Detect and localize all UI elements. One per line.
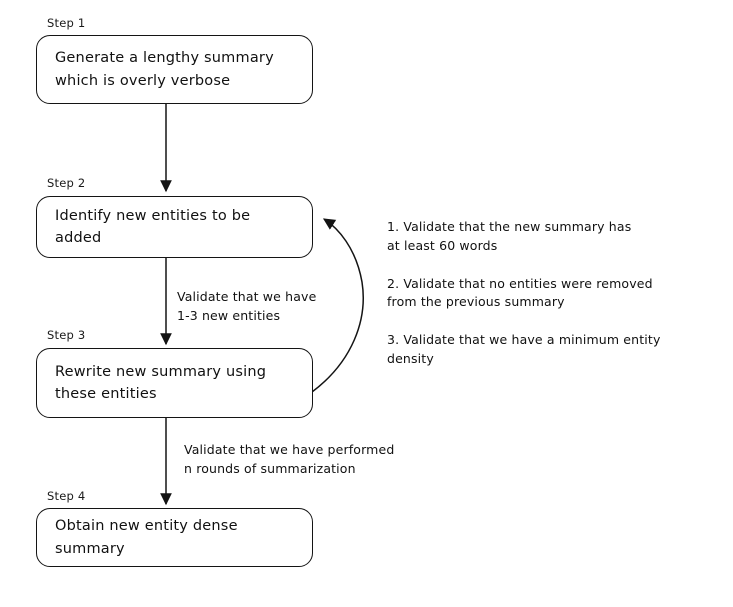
validation-notes-list: 1. Validate that the new summary has at … <box>387 218 707 369</box>
node-step-1-line-2: which is overly verbose <box>55 72 231 89</box>
edge-label-step3-step4: Validate that we have performed n rounds… <box>184 441 394 479</box>
node-step-4[interactable]: Obtain new entity dense summary <box>36 508 313 567</box>
node-step-4-label: Obtain new entity dense summary <box>37 509 312 566</box>
validation-note-3-line-2: density <box>387 350 434 366</box>
node-step-2-line-1: Identify new entities to be <box>55 207 251 224</box>
node-step-1-label: Generate a lengthy summary which is over… <box>37 36 312 103</box>
validation-note-1-line-1: 1. Validate that the new summary has <box>387 219 632 234</box>
validation-note-2-line-1: 2. Validate that no entities were remove… <box>387 275 653 291</box>
node-step-3[interactable]: Rewrite new summary using these entities <box>36 348 313 418</box>
validation-note-3-line-1: 3. Validate that we have a minimum entit… <box>387 332 661 347</box>
node-step-2[interactable]: Identify new entities to be added <box>36 196 313 258</box>
step-tag-2: Step 2 <box>47 176 86 190</box>
node-step-3-label: Rewrite new summary using these entities <box>37 349 312 417</box>
validation-note-1-line-2: at least 60 words <box>387 237 498 253</box>
node-step-1[interactable]: Generate a lengthy summary which is over… <box>36 35 313 104</box>
validation-note-2: 2. Validate that no entities were remove… <box>387 275 707 313</box>
node-step-1-line-1: Generate a lengthy summary <box>55 50 274 67</box>
step-tag-4: Step 4 <box>47 489 86 503</box>
validation-note-3: 3. Validate that we have a minimum entit… <box>387 331 707 369</box>
edge-label-step2-step3-line-1: Validate that we have <box>177 289 317 304</box>
edge-label-step2-step3: Validate that we have 1-3 new entities <box>177 288 316 326</box>
step-tag-1: Step 1 <box>47 16 86 30</box>
node-step-3-line-1: Rewrite new summary using <box>55 363 267 380</box>
edge-label-step2-step3-line-2: 1-3 new entities <box>177 307 281 323</box>
node-step-2-line-2: added <box>55 230 102 246</box>
edge-label-step3-step4-line-2: n rounds of summarization <box>184 460 356 476</box>
step-tag-3: Step 3 <box>47 328 86 342</box>
node-step-4-line-1: Obtain new entity dense <box>55 518 238 535</box>
node-step-4-line-2: summary <box>55 540 125 557</box>
node-step-2-label: Identify new entities to be added <box>37 197 312 257</box>
validation-note-1: 1. Validate that the new summary has at … <box>387 218 707 256</box>
feedback-loop-step3-to-step2 <box>311 218 364 393</box>
validation-note-2-line-2: from the previous summary <box>387 294 565 310</box>
edge-label-step3-step4-line-1: Validate that we have performed <box>184 442 395 457</box>
node-step-3-line-2: these entities <box>55 386 157 402</box>
